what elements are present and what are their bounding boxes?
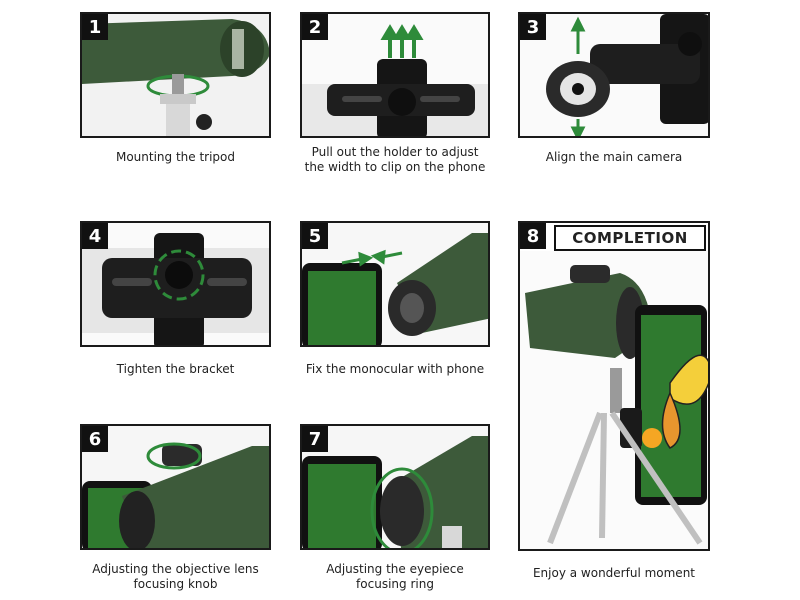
step-4-caption: Tighten the bracket	[116, 362, 235, 376]
tripod-mount-illustration	[82, 14, 269, 136]
step-1-panel: 1	[80, 12, 271, 138]
step-3-panel: 3	[518, 12, 710, 138]
holder-adjust-illustration	[302, 14, 488, 136]
step-number-badge: 3	[520, 14, 546, 40]
step-2-panel: 2	[300, 12, 490, 138]
caption-line: focusing knob	[133, 577, 218, 591]
step-number-badge: 5	[302, 223, 328, 249]
step-3-caption: Align the main camera	[545, 150, 683, 164]
step-1-caption: Mounting the tripod	[115, 150, 236, 164]
completion-title: COMPLETION	[554, 225, 706, 251]
step-2-caption: Pull out the holder to adjust the width …	[300, 145, 490, 175]
caption-line: Adjusting the objective lens	[92, 562, 259, 576]
caption-line: the width to clip on the phone	[304, 160, 486, 174]
step-number-badge: 2	[302, 14, 328, 40]
step-number-badge: 8	[520, 223, 546, 249]
step-number-badge: 7	[302, 426, 328, 452]
step-7-caption: Adjusting the eyepiece focusing ring	[300, 562, 490, 592]
step-8-caption: Enjoy a wonderful moment	[532, 566, 696, 580]
step-6-panel: 6	[80, 424, 271, 550]
step-4-panel: 4	[80, 221, 271, 347]
tighten-bracket-illustration	[82, 223, 269, 345]
objective-focus-illustration	[82, 426, 269, 548]
step-5-panel: 5	[300, 221, 490, 347]
eyepiece-focus-illustration	[302, 426, 488, 548]
step-8-panel: 8 COMPLETION	[518, 221, 710, 551]
step-5-caption: Fix the monocular with phone	[305, 362, 485, 376]
caption-line: Pull out the holder to adjust	[311, 145, 479, 159]
step-number-badge: 1	[82, 14, 108, 40]
caption-line: focusing ring	[356, 577, 434, 591]
completed-setup-illustration	[520, 251, 708, 549]
align-camera-illustration	[520, 14, 708, 136]
step-6-caption: Adjusting the objective lens focusing kn…	[80, 562, 271, 592]
step-7-panel: 7	[300, 424, 490, 550]
caption-line: Adjusting the eyepiece	[326, 562, 464, 576]
step-number-badge: 4	[82, 223, 108, 249]
fix-monocular-illustration	[302, 223, 488, 345]
step-number-badge: 6	[82, 426, 108, 452]
